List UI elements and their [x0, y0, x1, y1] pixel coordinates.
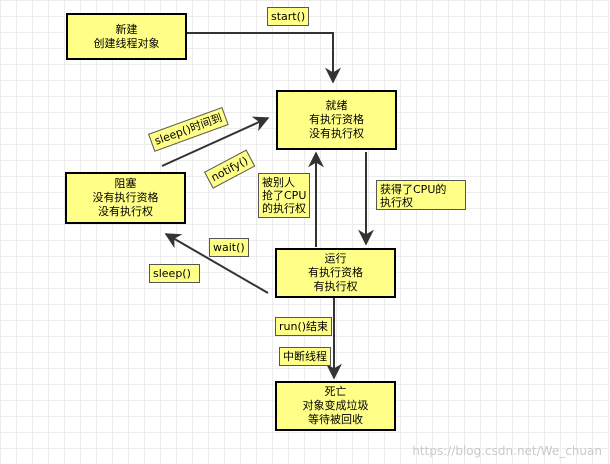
- state-running-line-2: 有执行权: [313, 280, 358, 293]
- state-dead-line-1: 对象变成垃圾: [302, 399, 369, 412]
- state-new-line-1: 创建线程对象: [93, 36, 160, 50]
- note-preempted: 被别人 抢了CPU 的执行权: [258, 173, 310, 218]
- state-ready: 就绪 有执行资格 没有执行权: [276, 90, 397, 150]
- state-blocked-line-2: 没有执行权: [98, 205, 153, 218]
- state-dead-title: 死亡: [324, 385, 347, 398]
- state-ready-title: 就绪: [325, 99, 348, 112]
- watermark: https://blog.csdn.net/We_chuan: [412, 444, 602, 458]
- arrow-blocked-to-ready: [161, 116, 270, 167]
- note-got-cpu-line-2: 执行权: [380, 196, 413, 209]
- note-preempted-line-1: 被别人: [262, 176, 295, 189]
- state-new-title: 新建: [115, 22, 138, 36]
- state-running: 运行 有执行资格 有执行权: [275, 248, 396, 298]
- note-got-cpu-line-1: 获得了CPU的: [380, 183, 447, 196]
- note-start: start(): [267, 7, 310, 26]
- note-interrupt: 中断线程: [279, 347, 331, 366]
- state-blocked: 阻塞 没有执行资格 没有执行权: [65, 172, 186, 224]
- state-dead-line-2: 等待被回收: [308, 413, 363, 426]
- state-blocked-line-1: 没有执行资格: [92, 191, 159, 204]
- state-blocked-title: 阻塞: [114, 177, 137, 190]
- state-new: 新建 创建线程对象: [66, 13, 187, 60]
- note-run-end: run()结束: [275, 317, 333, 336]
- note-preempted-line-2: 抢了CPU: [262, 189, 307, 202]
- note-wait: wait(): [209, 238, 249, 257]
- arrow-new-to-ready: [187, 32, 341, 84]
- note-preempted-line-3: 的执行权: [262, 202, 306, 215]
- state-ready-line-2: 没有执行权: [309, 127, 364, 140]
- state-running-title: 运行: [324, 252, 347, 265]
- state-dead: 死亡 对象变成垃圾 等待被回收: [275, 381, 396, 431]
- note-sleep: sleep(): [149, 264, 200, 283]
- note-got-cpu: 获得了CPU的 执行权: [376, 180, 466, 210]
- state-ready-line-1: 有执行资格: [309, 113, 364, 126]
- arrow-running-to-blocked: [164, 233, 269, 294]
- state-running-line-1: 有执行资格: [308, 266, 363, 279]
